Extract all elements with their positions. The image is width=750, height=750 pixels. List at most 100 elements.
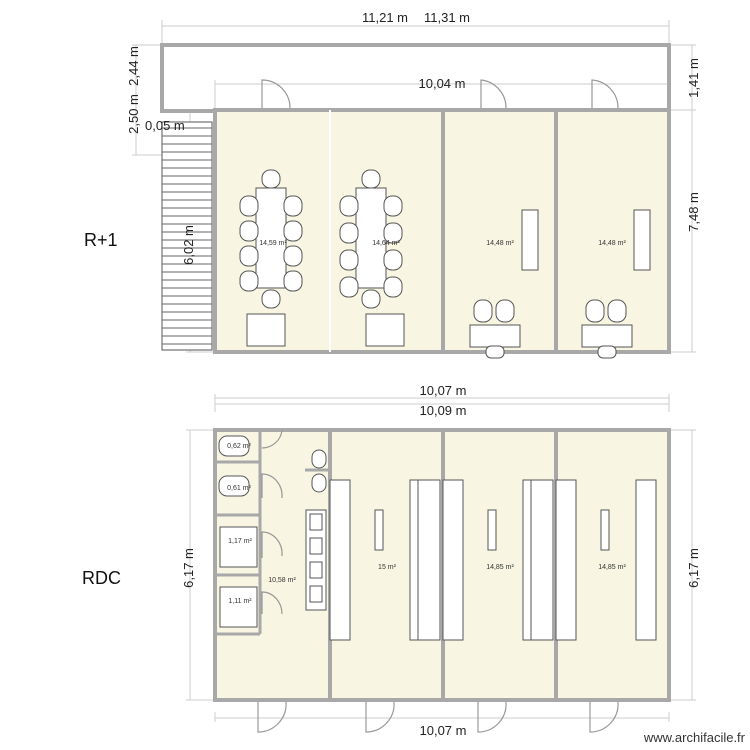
dim-right-ground: 6,17 m <box>686 548 701 588</box>
dim-left-ground: 6,17 m <box>181 548 196 588</box>
chair <box>239 220 259 242</box>
kitchen-sink <box>246 313 286 347</box>
door[interactable] <box>261 591 283 615</box>
chair <box>585 299 605 323</box>
dim-middle-b: 10,09 m <box>420 403 467 418</box>
chair <box>607 299 627 323</box>
office-chair <box>597 345 617 359</box>
chair <box>473 299 493 323</box>
desk-row <box>417 479 441 641</box>
sink <box>309 537 323 555</box>
chair <box>261 289 281 309</box>
office-chair <box>485 345 505 359</box>
chair <box>339 222 359 244</box>
dim-left-outer-overlap: 2,50 m <box>126 94 141 134</box>
toilet <box>218 435 250 457</box>
chair <box>495 299 515 323</box>
watermark: www.archifacile.fr <box>643 730 746 745</box>
door[interactable] <box>257 701 287 733</box>
desk <box>469 324 521 348</box>
room-area: 0,62 m² <box>227 443 251 450</box>
chair <box>239 270 259 292</box>
dim-top-width-overlap: 11,31 m <box>424 10 470 25</box>
board <box>374 509 384 551</box>
room-area: 14,59 m² <box>259 240 287 247</box>
shower <box>219 586 258 628</box>
upper-furniture <box>239 169 651 359</box>
level-label-ground: RDC <box>82 568 121 588</box>
room-area: 14,64 m² <box>372 240 400 247</box>
urinal <box>311 473 327 493</box>
sink-counter <box>305 509 327 611</box>
chair <box>339 249 359 271</box>
desk-row <box>329 479 351 641</box>
board <box>487 509 497 551</box>
cabinet <box>521 209 539 271</box>
board <box>600 509 610 551</box>
door[interactable] <box>591 79 619 109</box>
ground-floor <box>213 428 671 733</box>
desk-row <box>442 479 464 641</box>
chair <box>283 270 303 292</box>
chair <box>283 245 303 267</box>
chair <box>339 276 359 298</box>
door[interactable] <box>589 701 619 733</box>
chair <box>339 195 359 217</box>
dim-inner-width: 10,04 m <box>419 76 466 91</box>
cabinet <box>633 209 651 271</box>
door[interactable] <box>480 79 507 109</box>
dim-left-upper: 6,02 m <box>181 225 196 265</box>
chair <box>361 289 381 309</box>
chair <box>239 245 259 267</box>
desk <box>581 324 633 348</box>
chair <box>383 249 403 271</box>
chair <box>383 222 403 244</box>
room-area: 1,17 m² <box>228 538 252 545</box>
dim-bottom-width: 10,07 m <box>420 723 467 738</box>
kitchen-sink <box>365 313 405 347</box>
level-label-upper: R+1 <box>84 230 118 250</box>
chair <box>383 276 403 298</box>
stairs <box>161 121 213 351</box>
desk-row <box>555 479 577 641</box>
door[interactable] <box>261 531 283 558</box>
door[interactable] <box>365 701 395 733</box>
dim-middle-a: 10,07 m <box>420 383 467 398</box>
dim-stair-gap: 0,05 m <box>145 118 185 133</box>
door[interactable] <box>477 701 507 733</box>
chair <box>283 220 303 242</box>
door[interactable] <box>261 473 283 499</box>
door[interactable] <box>261 429 283 449</box>
room-area: 14,85 m² <box>598 564 626 571</box>
dim-right-top: 1,41 m <box>686 58 701 98</box>
balcony-outline <box>160 43 671 113</box>
sink <box>309 561 323 579</box>
meeting-table <box>255 187 287 289</box>
upper-floor <box>160 43 671 359</box>
urinal <box>311 449 327 469</box>
room-area: 14,48 m² <box>486 240 514 247</box>
door[interactable] <box>261 79 291 109</box>
room-area: 1,11 m² <box>228 598 252 605</box>
chair <box>239 195 259 217</box>
room-area: 14,48 m² <box>598 240 626 247</box>
room-area: 10,58 m² <box>268 577 296 584</box>
chair <box>283 195 303 217</box>
chair <box>261 169 281 189</box>
room-area: 15 m² <box>378 564 397 571</box>
room-area: 14,85 m² <box>486 564 514 571</box>
meeting-table <box>355 187 387 289</box>
room-area: 0,61 m² <box>227 485 251 492</box>
shower <box>219 526 258 568</box>
ground-furniture <box>218 435 657 641</box>
dim-right-upper: 7,48 m <box>686 192 701 232</box>
desk-row <box>635 479 657 641</box>
chair <box>383 195 403 217</box>
toilet <box>218 475 250 497</box>
sink <box>309 513 323 531</box>
sink <box>309 585 323 603</box>
chair <box>361 169 381 189</box>
dim-left-outer: 2,44 m <box>126 46 141 86</box>
dim-top-width: 11,21 m <box>362 10 408 25</box>
